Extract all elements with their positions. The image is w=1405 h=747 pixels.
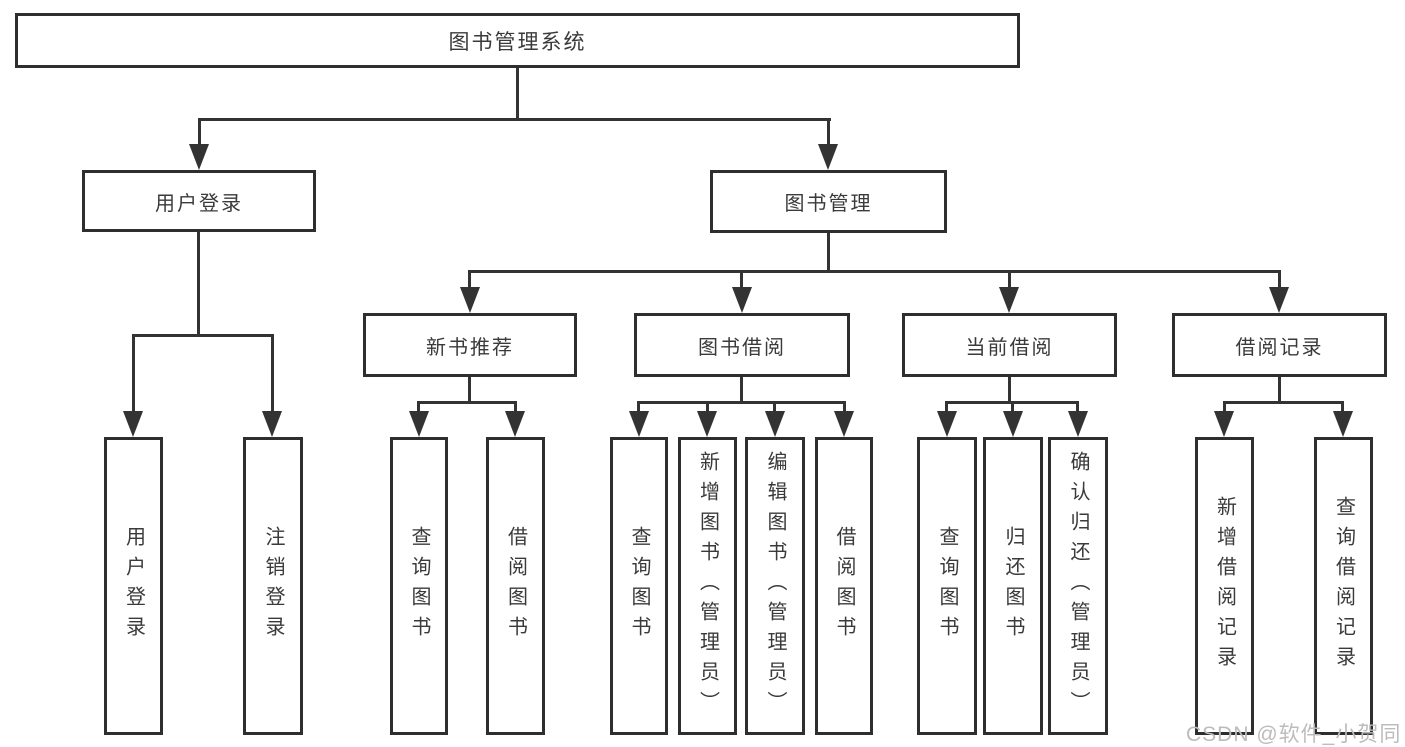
edge-drop-rec-query xyxy=(417,401,420,414)
edge-drop-bb-add xyxy=(706,401,709,414)
arrowhead-rec-query xyxy=(409,411,429,437)
edge-drop-current-borrow xyxy=(1008,270,1011,290)
leaf-rec-query-book-label: 查询图书 xyxy=(408,526,430,646)
edge-level3-hline xyxy=(468,270,1281,273)
edge-drop-br-query xyxy=(1341,401,1344,414)
edge-br-hline xyxy=(1223,401,1344,404)
leaf-bb-query-book-label: 查询图书 xyxy=(628,526,650,646)
leaf-cb-return-book: 归还图书 xyxy=(983,437,1043,735)
leaf-rec-borrow-book-label: 借阅图书 xyxy=(504,526,527,646)
leaf-cb-confirm-return-label: 确认归还（管理员） xyxy=(1067,451,1089,721)
leaf-logout-label: 注销登录 xyxy=(262,526,284,646)
leaf-br-add-record-label: 新增借阅记录 xyxy=(1213,496,1236,676)
edge-cb-vline xyxy=(1008,375,1011,404)
leaf-bb-query-book: 查询图书 xyxy=(610,437,668,735)
leaf-bb-borrow-book: 借阅图书 xyxy=(815,437,873,735)
edge-br-vline xyxy=(1278,375,1281,404)
leaf-rec-query-book: 查询图书 xyxy=(390,437,448,735)
node-user-login: 用户登录 xyxy=(82,170,316,232)
node-user-login-label: 用户登录 xyxy=(155,192,243,215)
arrowhead-current-borrow xyxy=(999,287,1019,313)
leaf-br-query-record-label: 查询借阅记录 xyxy=(1332,496,1355,676)
arrowhead-user-login xyxy=(189,144,209,170)
edge-drop-book-mgmt xyxy=(827,118,830,148)
edge-drop-bb-borrow xyxy=(843,401,846,414)
edge-drop-bb-edit xyxy=(773,401,776,414)
arrowhead-new-rec xyxy=(460,287,480,313)
leaf-bb-add-book-label: 新增图书（管理员） xyxy=(696,451,719,721)
edge-drop-book-borrow xyxy=(740,270,743,290)
leaf-bb-edit-book: 编辑图书（管理员） xyxy=(745,437,805,735)
leaf-cb-query-book: 查询图书 xyxy=(917,437,977,735)
edge-drop-leaf-userlogin xyxy=(132,334,135,413)
arrowhead-bb-query xyxy=(629,411,649,437)
edge-bb-hline xyxy=(637,401,846,404)
edge-drop-cb-return xyxy=(1011,401,1014,414)
arrowhead-leaf-userlogin xyxy=(123,411,143,437)
edge-newrec-vline xyxy=(468,375,471,404)
arrowhead-book-mgmt xyxy=(818,144,838,170)
arrowhead-borrow-record xyxy=(1269,287,1289,313)
node-current-borrow: 当前借阅 xyxy=(902,313,1117,377)
leaf-bb-borrow-book-label: 借阅图书 xyxy=(833,526,855,646)
node-root: 图书管理系统 xyxy=(15,13,1020,68)
leaf-br-query-record: 查询借阅记录 xyxy=(1314,437,1373,735)
edge-bb-vline xyxy=(740,375,743,404)
leaf-rec-borrow-book: 借阅图书 xyxy=(486,437,545,735)
arrowhead-book-borrow xyxy=(732,287,752,313)
edge-root-vline xyxy=(516,66,519,121)
leaf-logout: 注销登录 xyxy=(243,437,303,735)
leaf-cb-confirm-return: 确认归还（管理员） xyxy=(1048,437,1108,735)
edge-drop-rec-borrow xyxy=(514,401,517,414)
edge-drop-leaf-logout xyxy=(271,334,274,413)
node-root-label: 图书管理系统 xyxy=(448,30,587,54)
node-current-borrow-label: 当前借阅 xyxy=(965,336,1054,359)
arrowhead-cb-confirm xyxy=(1068,411,1088,437)
node-book-mgmt-label: 图书管理 xyxy=(784,193,873,215)
leaf-cb-return-book-label: 归还图书 xyxy=(1002,526,1024,646)
edge-newrec-hline xyxy=(417,401,517,404)
arrowhead-rec-borrow xyxy=(505,411,525,437)
leaf-bb-add-book: 新增图书（管理员） xyxy=(678,437,737,735)
leaf-bb-edit-book-label: 编辑图书（管理员） xyxy=(764,451,786,721)
leaf-cb-query-book-label: 查询图书 xyxy=(936,526,958,646)
leaf-user-login-label: 用户登录 xyxy=(122,526,145,646)
arrowhead-bb-edit xyxy=(765,411,785,437)
edge-userlogin-vline xyxy=(197,230,200,337)
arrowhead-br-query xyxy=(1333,411,1353,437)
node-borrow-record: 借阅记录 xyxy=(1172,313,1387,377)
node-book-mgmt: 图书管理 xyxy=(710,170,947,233)
edge-drop-bb-query xyxy=(637,401,640,414)
edge-userlogin-hline xyxy=(132,334,274,337)
node-book-borrow-label: 图书借阅 xyxy=(698,336,786,359)
edge-level2-hline xyxy=(198,118,831,121)
arrowhead-bb-add xyxy=(697,411,717,437)
edge-drop-new-rec xyxy=(468,270,471,290)
edge-bookmgmt-vline xyxy=(827,231,830,273)
arrowhead-cb-return xyxy=(1003,411,1023,437)
edge-drop-cb-confirm xyxy=(1076,401,1079,414)
csdn-watermark: CSDN @软件_小贺同学 xyxy=(1186,723,1402,746)
node-book-borrow: 图书借阅 xyxy=(634,313,850,377)
arrowhead-cb-query xyxy=(937,411,957,437)
edge-drop-br-add xyxy=(1223,401,1226,414)
arrowhead-bb-borrow xyxy=(834,411,854,437)
arrowhead-br-add xyxy=(1214,411,1234,437)
edge-drop-cb-query xyxy=(945,401,948,414)
edge-drop-borrow-record xyxy=(1278,270,1281,290)
arrowhead-leaf-logout xyxy=(262,411,282,437)
node-new-book-rec: 新书推荐 xyxy=(363,313,577,377)
edge-drop-user-login xyxy=(198,118,201,148)
leaf-user-login: 用户登录 xyxy=(104,437,163,735)
leaf-br-add-record: 新增借阅记录 xyxy=(1195,437,1254,735)
node-borrow-record-label: 借阅记录 xyxy=(1235,336,1324,359)
node-new-book-rec-label: 新书推荐 xyxy=(426,336,514,359)
